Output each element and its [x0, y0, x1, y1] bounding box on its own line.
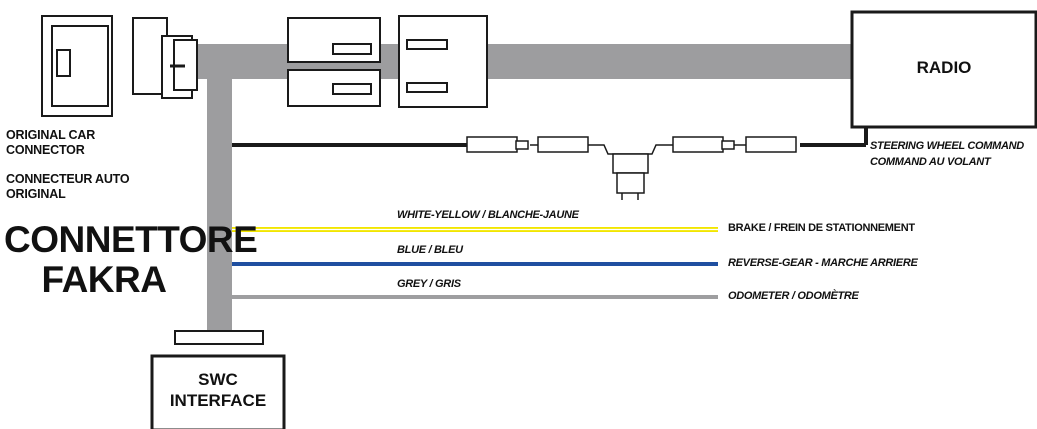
wire-label-blue: BLUE / BLEU	[397, 244, 463, 256]
swc-interface-label: SWC INTERFACE	[169, 370, 267, 410]
wire-destination-odometer: ODOMETER / ODOMÈTRE	[728, 290, 859, 302]
fakra-connectors	[287, 15, 488, 108]
steering-wheel-label-en: STEERING WHEEL COMMAND	[870, 140, 1024, 152]
connettore-label: CONNETTORE FAKRA	[4, 219, 258, 300]
swc-connector	[174, 330, 264, 345]
wire-grey	[232, 295, 718, 299]
original-car-connector-label-en: ORIGINAL CAR CONNECTOR	[6, 128, 96, 157]
wire-destination-reverse: REVERSE-GEAR - MARCHE ARRIERE	[728, 257, 918, 269]
vertical-harness	[207, 78, 232, 333]
wire-blue	[232, 262, 718, 266]
wire-label-white-yellow: WHITE-YELLOW / BLANCHE-JAUNE	[397, 209, 579, 221]
wire-label-grey: GREY / GRIS	[397, 278, 461, 290]
radio-label: RADIO	[916, 58, 972, 77]
original-car-connector-label-fr: CONNECTEUR AUTO ORIGINAL	[6, 172, 130, 201]
radio-box	[850, 10, 1037, 129]
steering-wheel-label-fr: COMMAND AU VOLANT	[870, 156, 991, 168]
original-car-connector	[41, 15, 198, 117]
wire-destination-brake: BRAKE / FREIN DE STATIONNEMENT	[728, 222, 915, 234]
swc-interface-box	[150, 354, 286, 429]
wire-white-yellow	[232, 227, 718, 232]
steering-connectors	[466, 136, 797, 200]
